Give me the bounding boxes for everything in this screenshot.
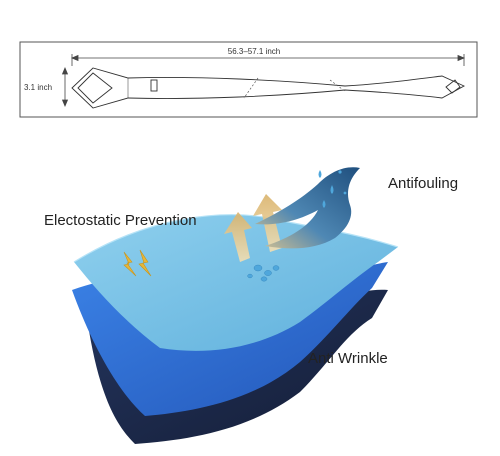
water-drop-icon (318, 170, 347, 208)
tie-length-label: 56.3–57.1 inch (227, 47, 281, 56)
anti-wrinkle-label: Anti Wrinkle (308, 350, 388, 367)
water-drop-icon (247, 264, 280, 282)
tie-width-label: 3.1 inch (24, 83, 53, 92)
top-fabric-layer (74, 214, 398, 351)
lightning-icon (123, 249, 152, 277)
tie-seam-lines (243, 77, 347, 99)
width-dimension-line (61, 66, 69, 108)
length-dimension-line (70, 54, 466, 66)
tie-outline (71, 67, 466, 109)
arrow-up-icon (224, 212, 252, 262)
electrostatic-prevention-label: Electostatic Prevention (44, 212, 197, 229)
swoosh-icon (255, 167, 360, 249)
antifouling-label: Antifouling (388, 175, 459, 192)
